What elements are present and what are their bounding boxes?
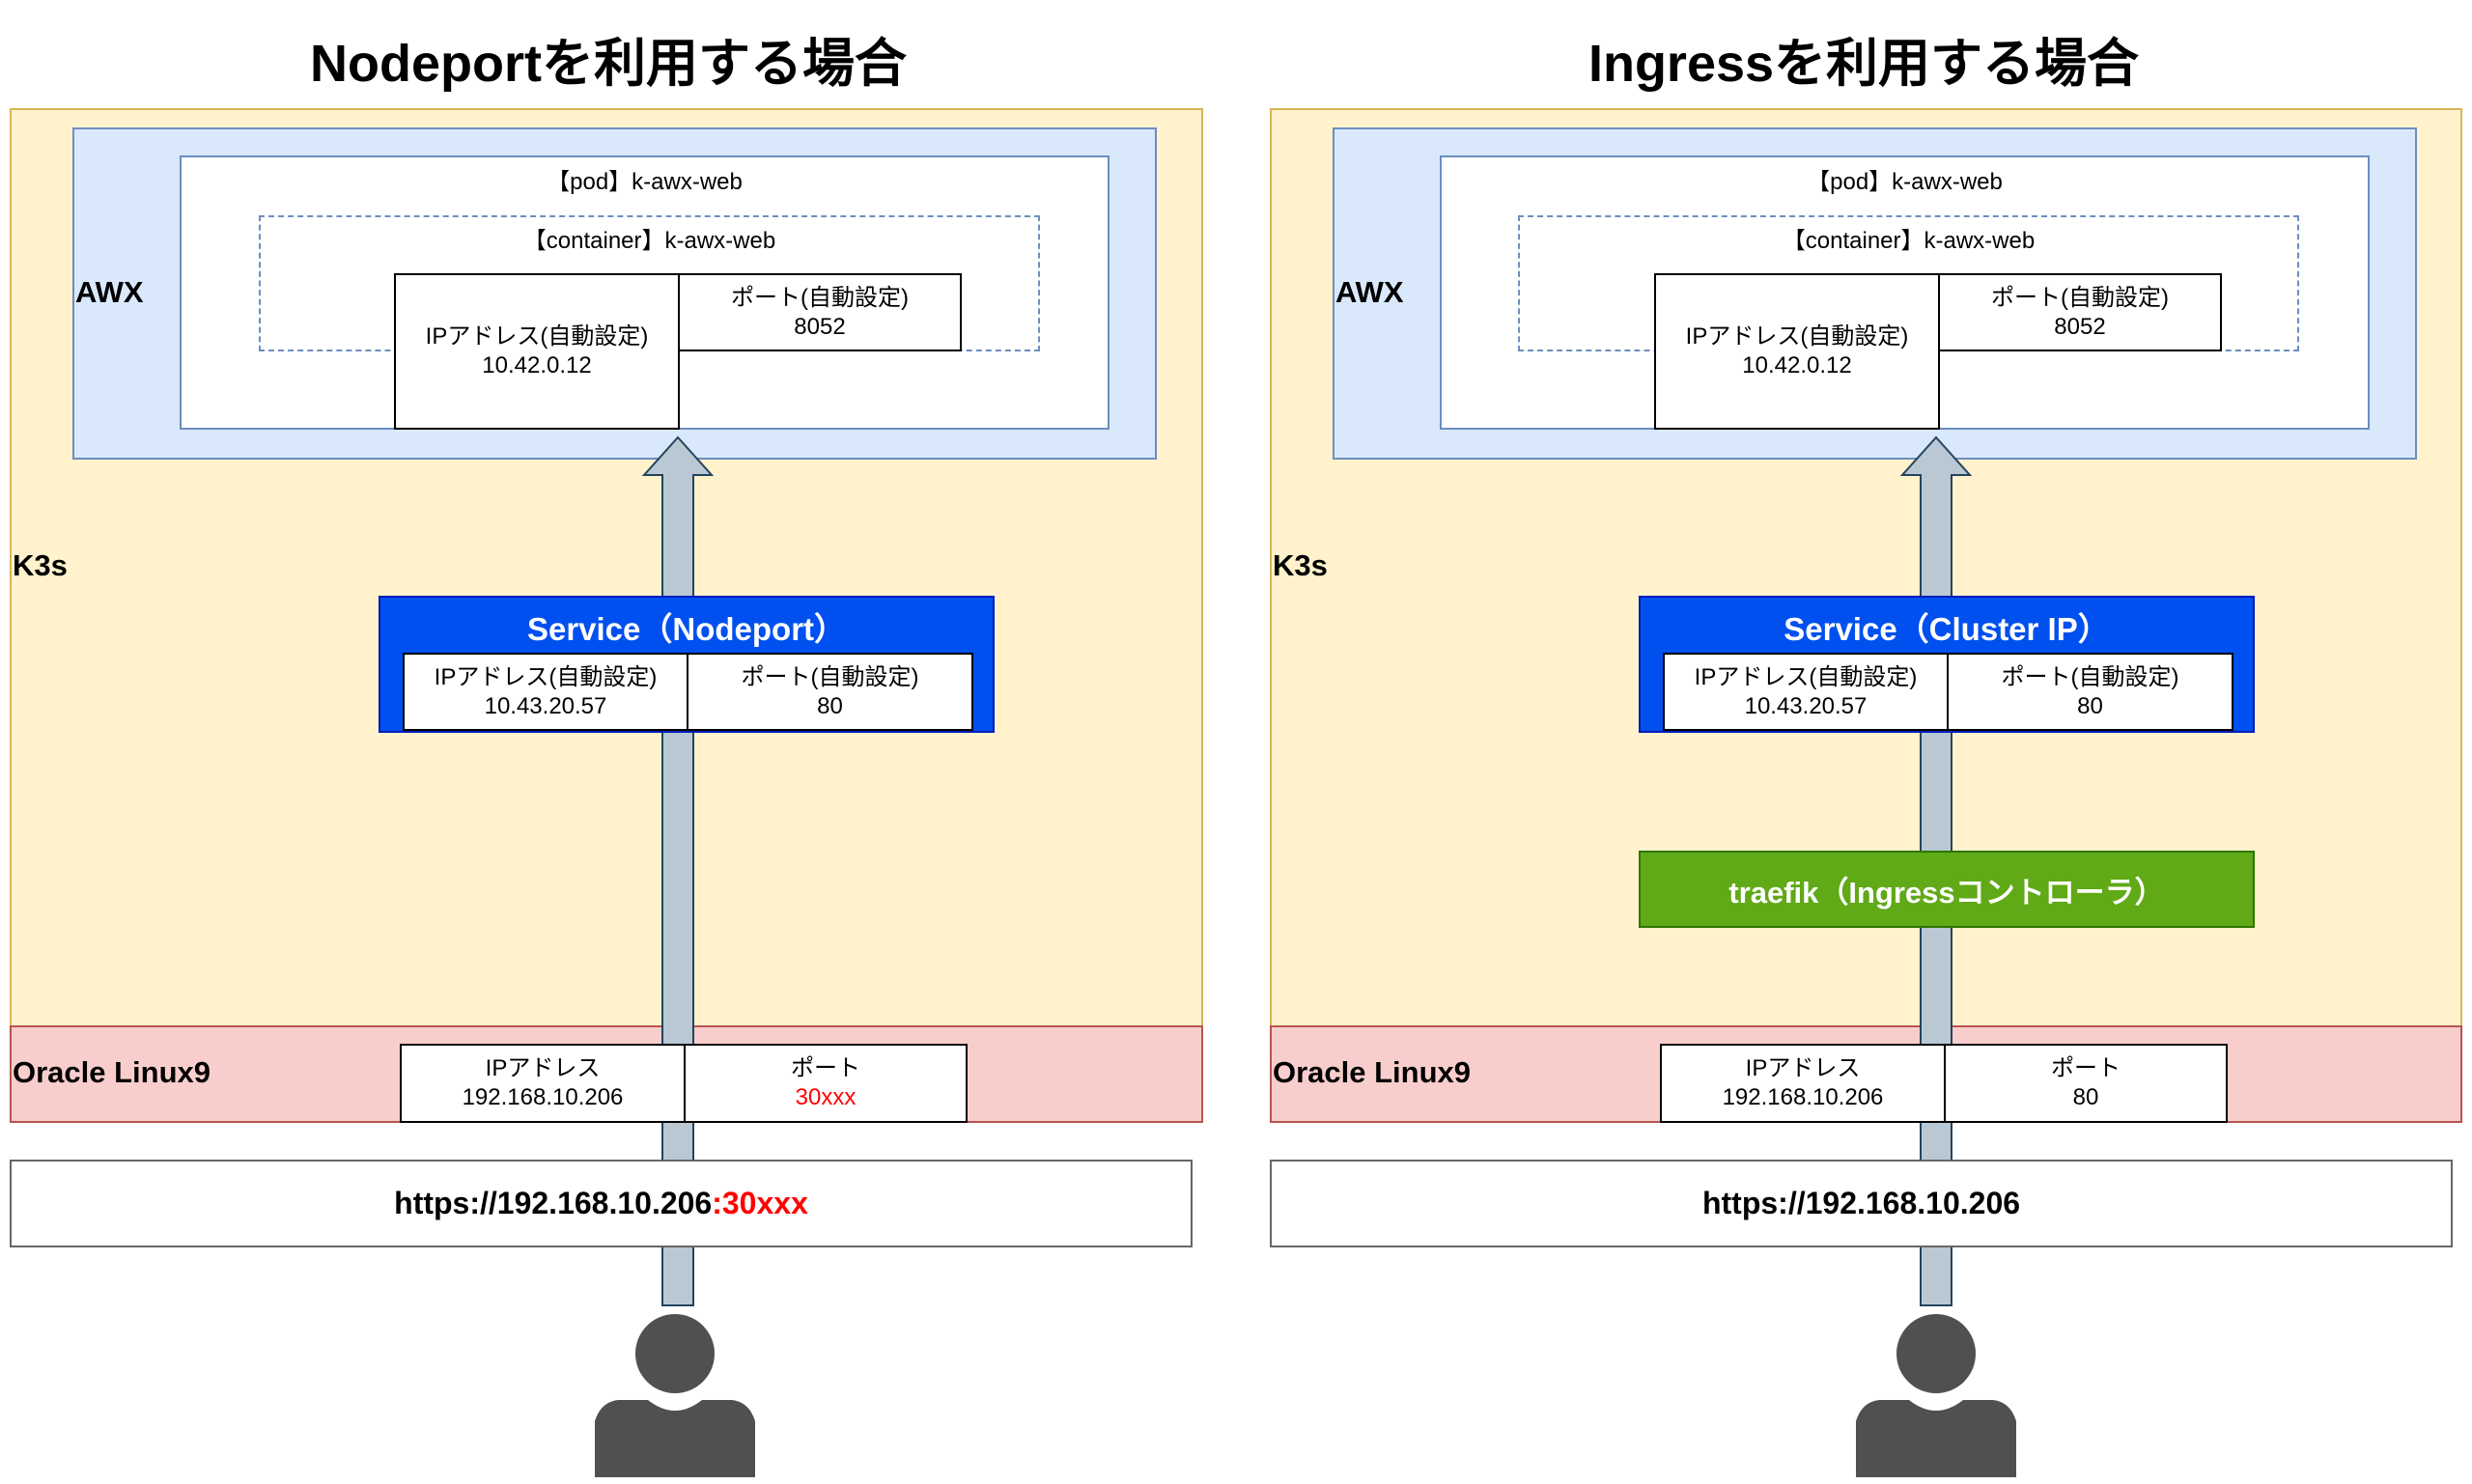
host-port-value: 80 xyxy=(2072,1084,2099,1110)
k3s-label: K3s xyxy=(1273,548,1328,582)
container-label: 【container】k-awx-web xyxy=(1782,228,2036,254)
host-ip-label: IPアドレス xyxy=(1745,1055,1861,1081)
host-port-cell: ポート 80 xyxy=(1944,1044,2228,1123)
pod-label: 【pod】k-awx-web xyxy=(547,169,743,195)
service-port-value: 80 xyxy=(2077,692,2103,719)
access-url-box: https://192.168.10.206 xyxy=(1270,1160,2453,1247)
service-ip-value: 10.43.20.57 xyxy=(1744,692,1868,719)
service-ip-cell: IPアドレス(自動設定) 10.43.20.57 xyxy=(1663,653,1949,731)
service-ip-value: 10.43.20.57 xyxy=(484,692,607,719)
host-ip-label: IPアドレス xyxy=(485,1055,601,1081)
pod-port-label: ポート(自動設定) xyxy=(731,284,909,311)
pod-ip-label: IPアドレス(自動設定) xyxy=(1685,323,1909,350)
user-icon xyxy=(1856,1314,2016,1477)
pod-ip-label: IPアドレス(自動設定) xyxy=(425,323,649,350)
service-port-label: ポート(自動設定) xyxy=(741,663,919,690)
container-label: 【container】k-awx-web xyxy=(522,228,776,254)
host-port-value: 30xxx xyxy=(795,1084,857,1110)
request-flow-arrow xyxy=(641,435,715,1306)
access-url-port: :30xxx xyxy=(712,1186,808,1220)
user-icon xyxy=(595,1314,755,1477)
service-port-value: 80 xyxy=(817,692,843,719)
access-url-box: https://192.168.10.206:30xxx xyxy=(10,1160,1193,1247)
service-port-cell: ポート(自動設定) 80 xyxy=(687,653,973,731)
k3s-label: K3s xyxy=(13,548,68,582)
service-ip-label: IPアドレス(自動設定) xyxy=(434,663,658,690)
pod-ip-value: 10.42.0.12 xyxy=(1742,352,1852,378)
access-url-base: https://192.168.10.206 xyxy=(394,1186,713,1220)
service-title: Service（Nodeport） xyxy=(526,611,847,647)
host-port-label: ポート xyxy=(791,1055,860,1081)
service-title: Service（Cluster IP） xyxy=(1784,611,2110,647)
oracle-linux-label: Oracle Linux9 xyxy=(13,1055,211,1089)
awx-label: AWX xyxy=(1335,275,1404,309)
pod-ip-cell: IPアドレス(自動設定) 10.42.0.12 xyxy=(1654,273,1940,430)
service-ip-cell: IPアドレス(自動設定) 10.43.20.57 xyxy=(403,653,688,731)
pod-port-cell: ポート(自動設定) 8052 xyxy=(678,273,962,351)
host-ip-cell: IPアドレス 192.168.10.206 xyxy=(1660,1044,1946,1123)
pod-port-label: ポート(自動設定) xyxy=(1991,284,2169,311)
host-ip-cell: IPアドレス 192.168.10.206 xyxy=(400,1044,686,1123)
pod-port-value: 8052 xyxy=(2054,313,2106,340)
pod-ip-value: 10.42.0.12 xyxy=(482,352,592,378)
access-url-base: https://192.168.10.206 xyxy=(1701,1186,2021,1220)
service-port-cell: ポート(自動設定) 80 xyxy=(1947,653,2233,731)
pod-ip-cell: IPアドレス(自動設定) 10.42.0.12 xyxy=(394,273,680,430)
service-port-label: ポート(自動設定) xyxy=(2001,663,2179,690)
host-ip-value: 192.168.10.206 xyxy=(1722,1084,1884,1110)
ingress-title: Ingressを利用する場合 xyxy=(1587,35,2140,93)
oracle-linux-label: Oracle Linux9 xyxy=(1273,1055,1472,1089)
traefik-ingress-controller: traefik（Ingressコントローラ） xyxy=(1639,851,2255,928)
pod-port-value: 8052 xyxy=(794,313,846,340)
pod-label: 【pod】k-awx-web xyxy=(1807,169,2003,195)
nodeport-title: Nodeportを利用する場合 xyxy=(310,35,907,93)
pod-port-cell: ポート(自動設定) 8052 xyxy=(1938,273,2222,351)
host-port-label: ポート xyxy=(2051,1055,2121,1081)
host-ip-value: 192.168.10.206 xyxy=(462,1084,624,1110)
service-ip-label: IPアドレス(自動設定) xyxy=(1694,663,1918,690)
host-port-cell: ポート 30xxx xyxy=(684,1044,968,1123)
awx-label: AWX xyxy=(75,275,144,309)
